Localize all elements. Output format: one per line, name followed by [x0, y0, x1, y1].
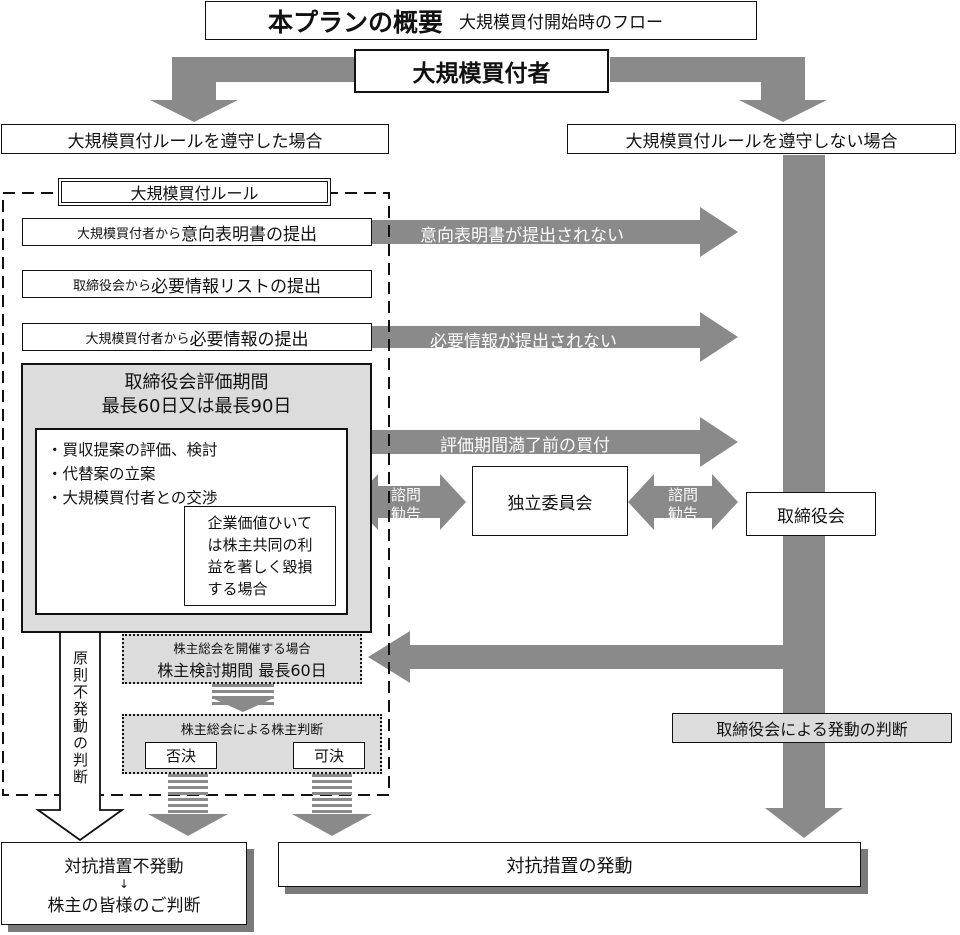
header-box: 本プランの概要 大規模買付開始時のフロー [205, 1, 757, 40]
advice-label-right: 諮問 勧告 [668, 486, 699, 523]
step-info-list-box: 取締役会から 必要情報リストの提出 [22, 270, 372, 298]
independent-committee-label: 独立委員会 [507, 493, 593, 514]
step-info-prefix: 大規模買付者から [85, 331, 190, 347]
approve-box: 可決 [293, 742, 365, 769]
harm-line-4: する場合 [207, 580, 268, 598]
no-trigger-principle-label: 原則不発動の判断 [71, 650, 89, 786]
outcome-no-trigger-label: 対抗措置不発動 [64, 856, 184, 877]
evaluation-title: 取締役会評価期間 [124, 372, 269, 393]
step-intent-prefix: 大規模買付者から [76, 226, 181, 242]
no-intent-arrow-label: 意向表明書が提出されない [420, 226, 624, 246]
harm-line-2: は株主共同の利 [207, 536, 313, 554]
return-arrow [368, 631, 805, 683]
harm-case-box: 企業価値ひいて は株主共同の利 益を著しく毀損 する場合 [184, 506, 336, 606]
acquirer-label: 大規模買付者 [412, 61, 551, 87]
step-info-label: 必要情報の提出 [189, 329, 309, 350]
board-decision-label: 取締役会による発動の判断 [716, 720, 908, 739]
early-purchase-arrow-label: 評価期間満了前の買付 [440, 436, 610, 456]
step-intent-box: 大規模買付者から 意向表明書の提出 [22, 218, 372, 246]
outcome-trigger-box: 対抗措置の発動 [278, 842, 861, 887]
top-arrows [150, 57, 827, 122]
rule-title-box: 大規模買付ルール [58, 178, 331, 206]
acquirer-box: 大規模買付者 [354, 49, 609, 93]
page-title: 本プランの概要 [268, 7, 444, 37]
rule-title: 大規模買付ルール [130, 184, 259, 203]
shareholder-period-caption: 株主総会を開催する場合 [173, 640, 311, 656]
board-label: 取締役会 [777, 506, 845, 527]
no-info-arrow-label: 必要情報が提出されない [430, 332, 617, 352]
harm-line-3: 益を著しく毀損 [207, 558, 313, 576]
right-trunk [765, 155, 843, 838]
shareholder-decision-caption: 株主総会による株主判断 [180, 723, 324, 738]
comply-branch-box: 大規模買付ルールを遵守した場合 [1, 124, 389, 154]
page-subtitle: 大規模買付開始時のフロー [459, 13, 664, 33]
advice-arrows [352, 474, 738, 530]
outcome-down-arrow-icon: ↓ [118, 876, 130, 891]
no-trigger-arrow [35, 611, 125, 842]
outcome-no-trigger-box: 対抗措置不発動 ↓ 株主の皆様のご判断 [1, 842, 247, 925]
step-info-box: 大規模買付者から 必要情報の提出 [22, 323, 372, 351]
shareholder-period-box: 株主総会を開催する場合 株主検討期間 最長60日 [122, 634, 362, 684]
reject-label: 否決 [165, 747, 196, 765]
evaluation-item-negotiation: ・大規模買付者との交渉 [47, 489, 218, 507]
non-comply-branch-box: 大規模買付ルールを遵守しない場合 [567, 124, 956, 154]
right-arrows [372, 207, 738, 467]
board-box: 取締役会 [746, 492, 876, 536]
board-decision-box: 取締役会による発動の判断 [672, 713, 952, 743]
independent-committee-box: 独立委員会 [472, 466, 628, 536]
evaluation-item-review: ・買収提案の評価、検討 [47, 441, 218, 459]
evaluation-duration: 最長60日又は最長90日 [101, 396, 292, 417]
step-intent-label: 意向表明書の提出 [181, 224, 317, 245]
comply-branch-label: 大規模買付ルールを遵守した場合 [67, 131, 323, 152]
advice-label-left: 諮問 勧告 [391, 486, 422, 523]
outcome-trigger-label: 対抗措置の発動 [506, 855, 633, 877]
harm-line-1: 企業価値ひいて [207, 514, 313, 532]
step-info-list-label: 必要情報リストの提出 [151, 276, 321, 297]
step-info-list-prefix: 取締役会から [72, 278, 151, 294]
evaluation-item-alternative: ・代替案の立案 [47, 465, 156, 483]
non-comply-branch-label: 大規模買付ルールを遵守しない場合 [625, 131, 898, 152]
approve-label: 可決 [313, 747, 344, 765]
outcome-shareholder-judgment-label: 株主の皆様のご判断 [47, 895, 201, 916]
reject-box: 否決 [145, 742, 217, 769]
shareholder-period-label: 株主検討期間 最長60日 [157, 660, 327, 680]
